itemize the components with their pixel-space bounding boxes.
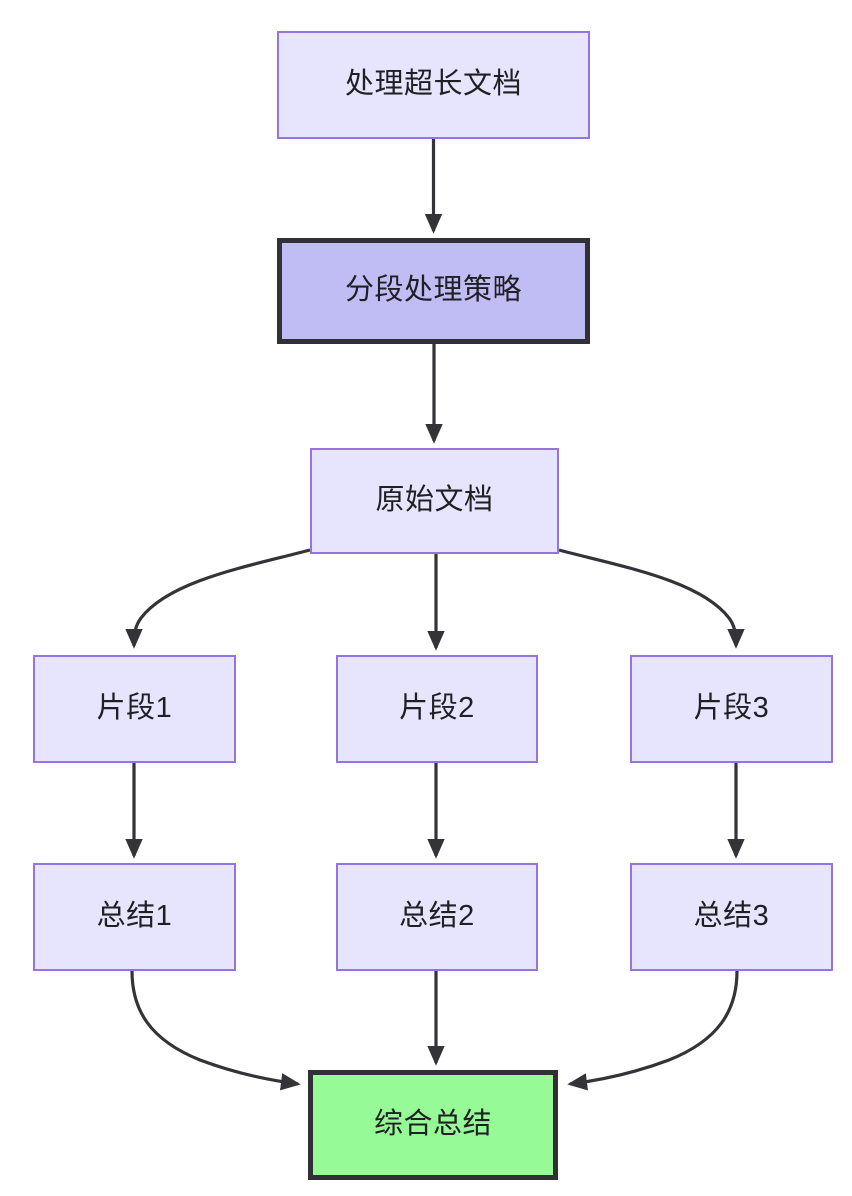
node-fragment-3-label: 片段3	[693, 692, 770, 725]
node-source-doc-label: 原始文档	[375, 484, 494, 517]
edge-summary-3-to-final-summary	[567, 970, 739, 1091]
node-final-summary-label: 综合总结	[373, 1108, 492, 1141]
node-chunk-strategy[interactable]: 分段处理策略	[277, 238, 590, 344]
edge-source-doc-to-fragment-1	[125, 548, 311, 649]
node-fragment-1-label: 片段1	[96, 692, 173, 725]
node-fragment-2-label: 片段2	[399, 692, 475, 725]
node-final-summary[interactable]: 综合总结	[308, 1070, 558, 1180]
node-summary-1[interactable]: 总结1	[33, 863, 236, 971]
node-summary-2-label: 总结2	[399, 900, 475, 933]
node-fragment-2[interactable]: 片段2	[336, 655, 538, 763]
node-long-doc[interactable]: 处理超长文档	[277, 31, 590, 139]
node-source-doc[interactable]: 原始文档	[310, 448, 559, 554]
edge-source-doc-to-fragment-3	[558, 548, 745, 649]
node-summary-1-label: 总结1	[96, 900, 173, 933]
node-fragment-1[interactable]: 片段1	[33, 655, 236, 763]
node-summary-3-label: 总结3	[693, 900, 770, 933]
node-chunk-strategy-label: 分段处理策略	[344, 274, 522, 307]
node-summary-2[interactable]: 总结2	[336, 863, 538, 971]
edge-summary-1-to-final-summary	[130, 970, 301, 1091]
node-summary-3[interactable]: 总结3	[630, 863, 833, 971]
node-long-doc-label: 处理超长文档	[344, 68, 522, 101]
node-fragment-3[interactable]: 片段3	[630, 655, 833, 763]
